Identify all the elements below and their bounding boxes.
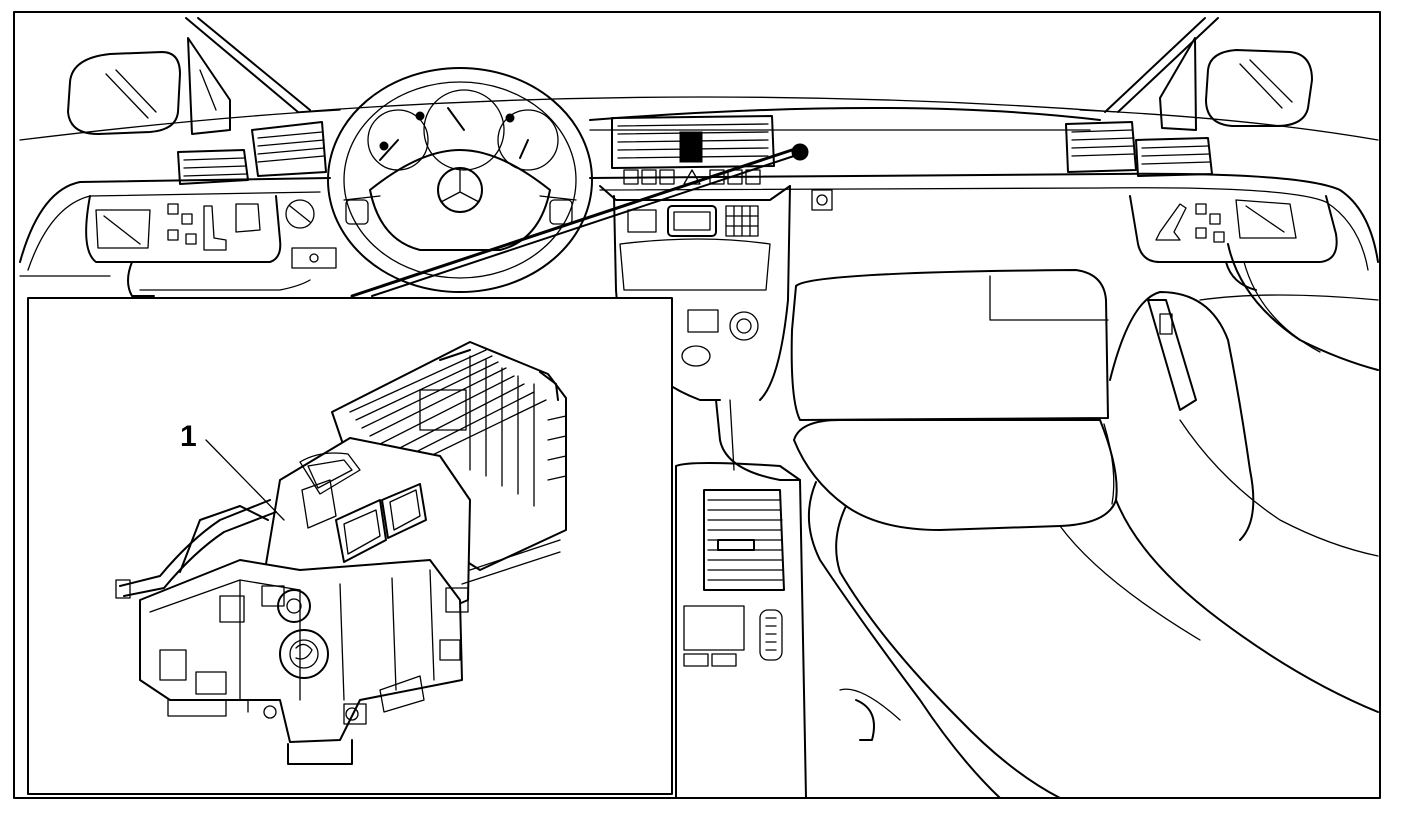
driver-door-lower <box>19 275 311 291</box>
lower-center-tunnel <box>675 399 807 799</box>
callout-1-leader <box>205 439 285 521</box>
mercedes-star-emblem-icon <box>437 167 483 213</box>
right-side-mirror <box>1159 37 1313 131</box>
left-inner-air-vent <box>251 121 327 177</box>
windshield-frame <box>19 17 1379 141</box>
callout-1-label: 1 <box>180 420 197 453</box>
passenger-door-panel <box>1109 243 1379 557</box>
dashboard <box>19 107 1379 297</box>
diagram-frame <box>13 11 1381 799</box>
passenger-seat <box>790 269 1379 799</box>
right-inner-air-vent <box>1065 121 1137 173</box>
steering-wheel <box>327 67 593 293</box>
left-seat-switch-cluster <box>167 203 261 251</box>
right-outer-air-vent <box>1135 137 1213 177</box>
hvac-heater-unit <box>115 341 567 765</box>
left-outer-air-vent <box>177 149 249 185</box>
left-dash-controls <box>285 199 337 269</box>
center-air-vent <box>611 115 809 169</box>
right-seat-switch-cluster <box>1155 203 1225 243</box>
location-leader-line <box>350 148 794 298</box>
left-side-mirror <box>67 37 231 135</box>
location-leader-line-secondary <box>371 153 801 297</box>
